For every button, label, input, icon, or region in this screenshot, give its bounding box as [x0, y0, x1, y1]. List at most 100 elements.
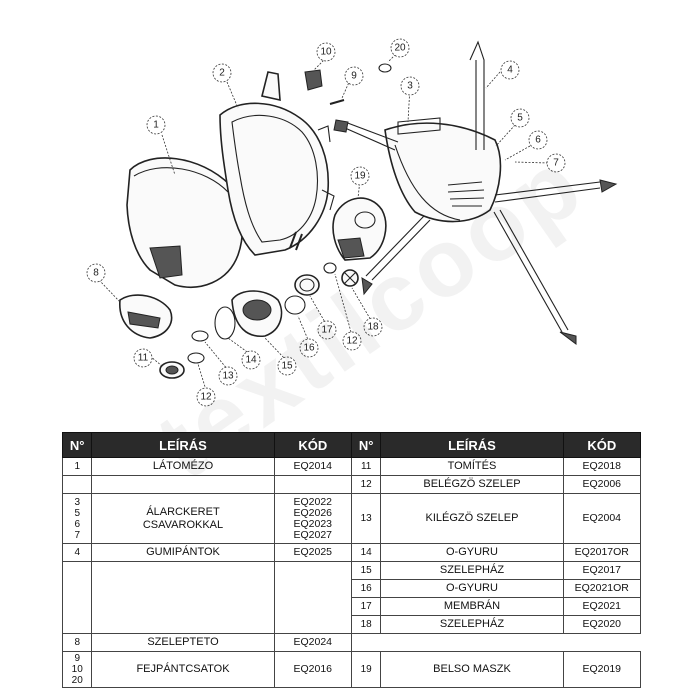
table-row: 17 MEMBRÁN EQ2021 [63, 597, 642, 616]
part-screw-pair-2 [295, 233, 303, 251]
cell-code: EQ2014 [273, 457, 352, 476]
cell-no-line: 6 [74, 518, 80, 530]
svg-text:12: 12 [346, 336, 358, 347]
cell-no [61, 475, 93, 494]
part-valve-cover [119, 294, 173, 339]
svg-text:6: 6 [535, 135, 541, 146]
cell-code [273, 561, 352, 634]
table-header-row: N° LEÍRÁS KÓD N° LEÍRÁS KÓD [61, 432, 642, 458]
part-o-ring-left [214, 306, 236, 340]
table-row: 15 SZELEPHÁZ EQ2017 [61, 561, 642, 634]
svg-text:13: 13 [222, 371, 234, 382]
cell-desc [91, 561, 275, 634]
svg-text:20: 20 [394, 43, 406, 54]
svg-text:11: 11 [138, 353, 149, 364]
cell-code: EQ2024 [273, 633, 352, 652]
cell-no: 15 [350, 561, 382, 580]
table-row: 9 10 20 FEJPÁNTCSATOK EQ2016 19 BELSO MA… [61, 651, 642, 688]
callout-1: 1 [146, 115, 166, 135]
cell-no: 4 [61, 543, 93, 562]
svg-text:8: 8 [93, 268, 99, 279]
spacer-cell [351, 634, 640, 652]
callout-17: 17 [317, 320, 337, 340]
header-no-left: N° [61, 432, 93, 458]
cell-no: 16 [350, 579, 382, 598]
callout-14: 14 [241, 350, 261, 370]
table-row: 18 SZELEPHÁZ EQ2020 [63, 615, 642, 634]
cell-desc: KILÉGZÖ SZELEP [380, 493, 564, 544]
svg-text:18: 18 [367, 322, 379, 333]
cell-desc: TOMÍTÉS [380, 457, 564, 476]
cell-no: 13 [350, 493, 382, 544]
cell-desc: SZELEPHÁZ [380, 615, 564, 634]
svg-text:4: 4 [507, 65, 513, 76]
callout-9: 9 [344, 66, 364, 86]
part-screw [329, 99, 345, 105]
cell-no: 14 [350, 543, 382, 562]
svg-text:17: 17 [321, 325, 333, 336]
cell-desc-line: ÁLARCKERET [146, 505, 220, 518]
cell-code: EQ2025 [273, 543, 352, 562]
cell-no: 19 [350, 651, 382, 688]
cell-desc: ÁLARCKERET CSAVAROKKAL [91, 493, 275, 544]
part-inhale-valve-right [323, 262, 337, 274]
cell-code: EQ2021 [562, 597, 642, 616]
cell-no: 12 [350, 475, 382, 494]
callout-10: 10 [316, 42, 336, 62]
cell-desc: GUMIPÁNTOK [91, 543, 275, 562]
cell-no: 18 [350, 615, 382, 634]
svg-text:5: 5 [517, 113, 523, 124]
cell-code: EQ2021OR [562, 579, 642, 598]
part-valve-housing-small [341, 269, 359, 287]
cell-no: 17 [350, 597, 382, 616]
part-screw-pair [289, 231, 297, 249]
callout-4: 4 [500, 60, 520, 80]
cell-no-line: 9 [74, 653, 80, 664]
callout-19: 19 [350, 166, 370, 186]
part-washer [378, 63, 392, 73]
callout-13: 13 [218, 366, 238, 386]
cell-code: EQ2018 [562, 457, 642, 476]
cell-code: EQ2006 [562, 475, 642, 494]
cell-no: 9 10 20 [61, 651, 93, 688]
callout-15: 15 [277, 356, 297, 376]
exploded-view-diagram: 1 2 3 4 5 6 7 8 9 10 11 12 12 13 14 15 1… [86, 38, 618, 407]
svg-text:3: 3 [407, 81, 413, 92]
callout-3: 3 [400, 76, 420, 96]
table-row: 1 LÁTOMÉZO EQ2014 11 TOMÍTÉS EQ2018 [61, 457, 642, 476]
cell-no [61, 561, 93, 634]
part-exhale-valve [191, 330, 209, 342]
svg-text:14: 14 [245, 355, 257, 366]
table-row: 4 GUMIPÁNTOK EQ2025 14 O-GYURU EQ2017OR [61, 543, 642, 562]
cell-desc: MEMBRÁN [380, 597, 564, 616]
cell-desc-line: CSAVAROKKAL [142, 518, 224, 531]
part-valve-housing [231, 290, 283, 337]
cell-no: 1 [61, 457, 93, 476]
part-harness-frame [384, 117, 502, 223]
cell-code: EQ2020 [562, 615, 642, 634]
cell-no: 8 [61, 633, 93, 652]
cell-desc: LÁTOMÉZO [91, 457, 275, 476]
cell-code-line: EQ2026 [293, 506, 333, 519]
cell-code: EQ2017 [562, 561, 642, 580]
callout-7: 7 [546, 153, 566, 173]
cell-desc: SZELEPHÁZ [380, 561, 564, 580]
cell-code: EQ2016 [273, 651, 352, 688]
cell-code: EQ2022 EQ2026 EQ2023 EQ2027 [273, 493, 352, 544]
cell-code-line: EQ2027 [293, 528, 333, 541]
cell-code: EQ2017OR [562, 543, 642, 562]
callout-11: 11 [133, 348, 153, 368]
svg-text:19: 19 [354, 171, 366, 182]
callout-12-left: 12 [196, 387, 216, 407]
header-no-right: N° [350, 432, 382, 458]
part-mask-frame [219, 71, 335, 256]
header-code-right: KÓD [562, 432, 642, 458]
cell-no-line: 7 [74, 529, 80, 541]
cell-no: 11 [350, 457, 382, 476]
svg-text:7: 7 [553, 158, 559, 169]
cell-desc: O-GYURU [380, 543, 564, 562]
svg-text:16: 16 [303, 343, 315, 354]
leader-lines [98, 51, 549, 391]
cell-desc: BELSO MASZK [380, 651, 564, 688]
